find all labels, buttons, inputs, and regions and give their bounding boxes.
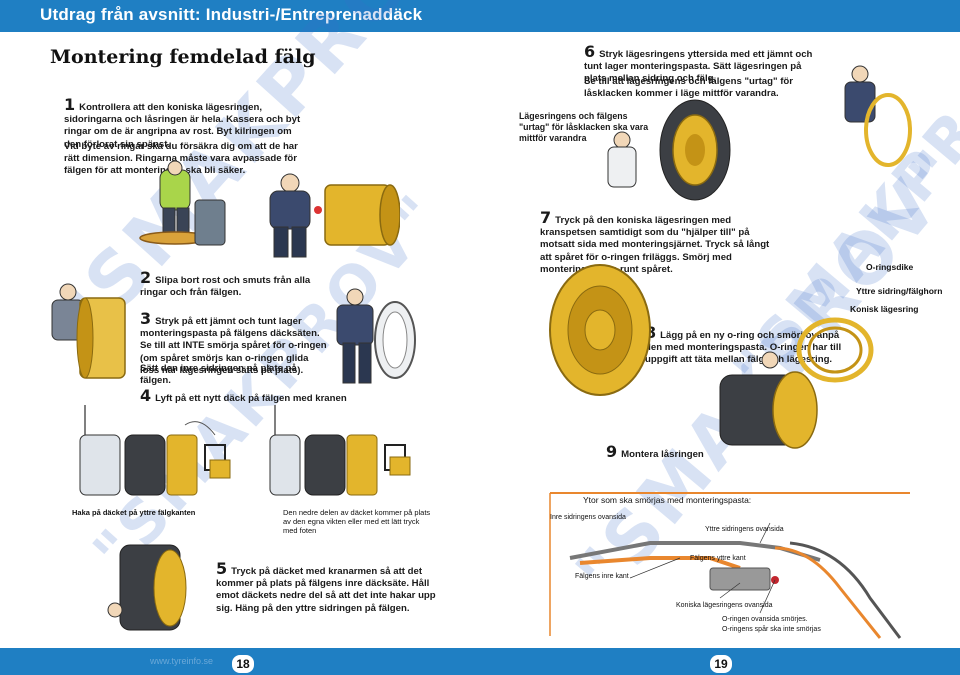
- step-number: 2: [140, 268, 152, 287]
- caption-urtag: Lägesringens och fälgens "urtag" för lås…: [519, 111, 649, 143]
- diagram-yttre-sidring: Yttre sidringens ovansida: [705, 526, 784, 533]
- illustration-step7-rim: [549, 264, 651, 396]
- step-3-note: Sätt den inre sidringen på plats på fälg…: [140, 363, 297, 387]
- header-bar: Utdrag från avsnitt: Industri-/Entrepren…: [0, 0, 960, 32]
- step-text: Stryk på ett jämnt och tunt lager monter…: [140, 316, 327, 376]
- label-yttre-sidring: Yttre sidring/fälghorn: [856, 286, 943, 296]
- page-title: Montering femdelad fälg: [50, 46, 316, 68]
- step-text: Slipa bort rost och smuts från alla ring…: [140, 275, 311, 299]
- step-text: Stryk lägesringens yttersida med ett jäm…: [584, 49, 813, 85]
- diagram-oring-2: O-ringens spår ska inte smörjas: [722, 626, 821, 633]
- illustration-step8-rim: [796, 317, 874, 383]
- illustration-step6-right: [844, 65, 912, 167]
- illustration-step3-right: [336, 288, 416, 384]
- label-konisk-lagesring: Konisk lägesring: [850, 304, 919, 314]
- step-1-note: Vid byte av ringar ska du försäkra dig o…: [64, 141, 298, 177]
- step-number: 3: [140, 309, 152, 328]
- step-text: Kontrollera att den koniska lägesringen,…: [64, 102, 301, 150]
- page-number-left: 18: [230, 653, 256, 675]
- illustration-step4-crane: [79, 405, 411, 496]
- diagram-title: Ytor som ska smörjas med monteringspasta…: [583, 495, 752, 505]
- diagram-konisk: Koniska lägesringens ovansida: [676, 602, 773, 609]
- illustration-step1-worker: [139, 160, 211, 245]
- illustration-step9-lockring: [719, 351, 818, 449]
- step-number: 5: [216, 559, 228, 578]
- illustration-step1-rim: [194, 199, 226, 246]
- step-text: Lägg på en ny o-ring och smörj ovanpå de…: [645, 330, 842, 366]
- step-number: 9: [606, 442, 618, 461]
- diagram-falgens-yttre: Fälgens yttre kant: [690, 555, 746, 562]
- step-text: Tryck på däcket med kranarmen så att det…: [216, 566, 436, 614]
- label-oringsdike: O-ringsdike: [866, 262, 914, 272]
- lubrication-diagram: [549, 492, 910, 639]
- diagram-falgens-inre: Fälgens inre kant: [575, 573, 629, 580]
- caption-nedre: Den nedre delen av däcket kommer på plat…: [283, 508, 431, 535]
- footer-bar: [0, 648, 960, 675]
- illustration-step2-grinding: [269, 173, 400, 258]
- step-text: Lyft på ett nytt däck på fälgen med kran…: [155, 393, 347, 404]
- illustration-step6-worker: [607, 99, 731, 201]
- page-number-right: 19: [708, 653, 734, 675]
- step-text: Montera låsringen: [621, 449, 704, 460]
- illustration-step3-left: [51, 283, 126, 379]
- footer-text: www.tyreinfo.se: [150, 656, 214, 666]
- header-title: Utdrag från avsnitt: Industri-/Entrepren…: [40, 5, 423, 24]
- diagram-oring-1: O-ringen ovansida smörjes.: [722, 616, 808, 623]
- illustration-step5-tire: [107, 544, 187, 631]
- step-number: 1: [64, 95, 76, 114]
- step-number: 6: [584, 42, 596, 61]
- step-6-note: Se till att lägesringens och fälgens "ur…: [584, 76, 794, 100]
- step-number: 4: [140, 386, 152, 405]
- step-number: 7: [540, 208, 552, 227]
- diagram-inre-sidring: Inre sidringens ovansida: [550, 514, 626, 521]
- caption-haka: Haka på däcket på yttre fälgkanten: [72, 508, 196, 517]
